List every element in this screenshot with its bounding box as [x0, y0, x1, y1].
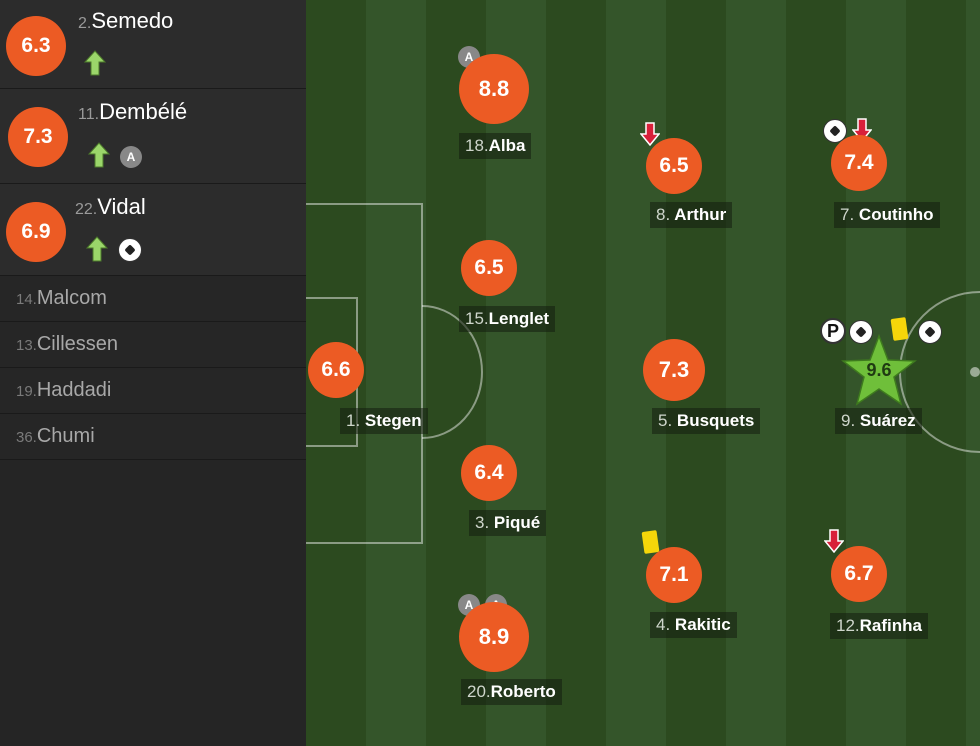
player-label: 8. Arthur — [650, 202, 733, 228]
player-name-text: Stegen — [364, 411, 422, 430]
rating-badge: 6.5 — [646, 138, 702, 194]
player-label: 20.Roberto — [461, 679, 562, 705]
sub-in-arrow-icon — [84, 50, 106, 76]
player-name-text: Semedo — [91, 8, 174, 33]
bench-row[interactable]: 19.Haddadi — [0, 368, 306, 414]
goal-ball-icon — [849, 320, 873, 344]
player-name-text: Malcom — [36, 287, 107, 309]
player-label: 3. Piqué — [469, 510, 547, 536]
sub-out-arrow-icon — [824, 529, 844, 553]
goal-ball-icon — [823, 119, 847, 143]
player-number: 11. — [78, 106, 100, 123]
bench-row[interactable]: 14.Malcom — [0, 276, 306, 322]
rating-badge: 7.4 — [831, 135, 887, 191]
player-number: 15. — [465, 309, 489, 328]
substitute-row-semedo[interactable]: 6.3 2.Semedo — [0, 0, 306, 89]
player-label: 4. Rakitic — [650, 612, 737, 638]
player-number: 8. — [656, 205, 671, 224]
rating-badge: 6.4 — [461, 445, 517, 501]
player-number: 20. — [467, 682, 491, 701]
player-name-text: Coutinho — [858, 205, 934, 224]
player-number: 36. — [16, 429, 37, 446]
pitch: 6.6 1. Stegen A 8.8 18.Alba 6.5 15.Lengl… — [306, 0, 980, 746]
player-number: 22. — [75, 201, 98, 218]
player-number: 7. — [840, 205, 855, 224]
player-name-text: Suárez — [859, 411, 916, 430]
player-number: 19. — [16, 383, 37, 400]
player-label: 18.Alba — [459, 133, 532, 159]
player-name: 11.Dembélé — [78, 99, 187, 125]
player-name-text: Rafinha — [859, 616, 922, 635]
player-name-text: Piqué — [493, 513, 541, 532]
bench-player: 19.Haddadi — [16, 379, 111, 402]
substitute-row-vidal[interactable]: 6.9 22.Vidal — [0, 184, 306, 276]
bench-player: 14.Malcom — [16, 287, 107, 310]
player-name-text: Vidal — [97, 194, 146, 219]
rating-badge: 7.3 — [8, 107, 68, 167]
bench-row[interactable]: 13.Cillessen — [0, 322, 306, 368]
player-name-text: Busquets — [676, 411, 755, 430]
rating-badge: 6.6 — [308, 342, 364, 398]
substitutes-panel: 6.3 2.Semedo 7.3 11.Dembélé A 6.9 22.Vid… — [0, 0, 306, 746]
rating-badge: 6.9 — [6, 202, 66, 262]
player-name-text: Roberto — [490, 682, 556, 701]
bench-player: 36.Chumi — [16, 425, 95, 448]
penalty-goal-icon: P — [820, 318, 846, 344]
player-number: 18. — [465, 136, 489, 155]
sub-out-arrow-icon — [640, 122, 660, 146]
rating-badge: 7.1 — [646, 547, 702, 603]
player-number: 1. — [346, 411, 361, 430]
rating-badge: 8.9 — [459, 602, 529, 672]
player-number: 4. — [656, 615, 671, 634]
rating-badge: 6.7 — [831, 546, 887, 602]
man-of-the-match-star: 9.6 — [841, 334, 917, 406]
player-number: 14. — [16, 291, 37, 308]
yellow-card-icon — [641, 530, 660, 554]
player-label: 15.Lenglet — [459, 306, 556, 332]
bench-row[interactable]: 36.Chumi — [0, 414, 306, 460]
player-name-text: Lenglet — [488, 309, 550, 328]
player-name-text: Rakitic — [674, 615, 731, 634]
player-number: 12. — [836, 616, 860, 635]
player-number: 3. — [475, 513, 490, 532]
player-label: 7. Coutinho — [834, 202, 940, 228]
player-label: 5. Busquets — [652, 408, 761, 434]
player-number: 13. — [16, 337, 37, 354]
player-name: 2.Semedo — [78, 8, 173, 34]
player-name: 22.Vidal — [75, 194, 146, 220]
rating-value: 9.6 — [866, 360, 892, 380]
captain-icon: A — [120, 146, 142, 168]
substitute-row-dembele[interactable]: 7.3 11.Dembélé A — [0, 89, 306, 184]
player-number: 5. — [658, 411, 673, 430]
bench-player: 13.Cillessen — [16, 333, 118, 356]
sub-in-arrow-icon — [88, 142, 110, 168]
rating-badge: 6.3 — [6, 16, 66, 76]
sub-in-arrow-icon — [86, 236, 108, 262]
star-icon — [841, 334, 917, 406]
player-name-text: Haddadi — [36, 379, 112, 401]
player-name-text: Arthur — [674, 205, 727, 224]
rating-badge: 8.8 — [459, 54, 529, 124]
player-name-text: Cillessen — [36, 333, 119, 355]
goal-ball-icon — [918, 320, 942, 344]
player-name-text: Alba — [488, 136, 526, 155]
player-label: 9. Suárez — [835, 408, 922, 434]
player-name-text: Dembélé — [99, 99, 188, 124]
player-number: 9. — [841, 411, 856, 430]
player-name-text: Chumi — [36, 425, 95, 447]
rating-badge: 6.5 — [461, 240, 517, 296]
player-label: 1. Stegen — [340, 408, 428, 434]
player-number: 2. — [78, 15, 92, 32]
goal-ball-icon — [118, 238, 142, 262]
rating-badge: 7.3 — [643, 339, 705, 401]
player-label: 12.Rafinha — [830, 613, 928, 639]
